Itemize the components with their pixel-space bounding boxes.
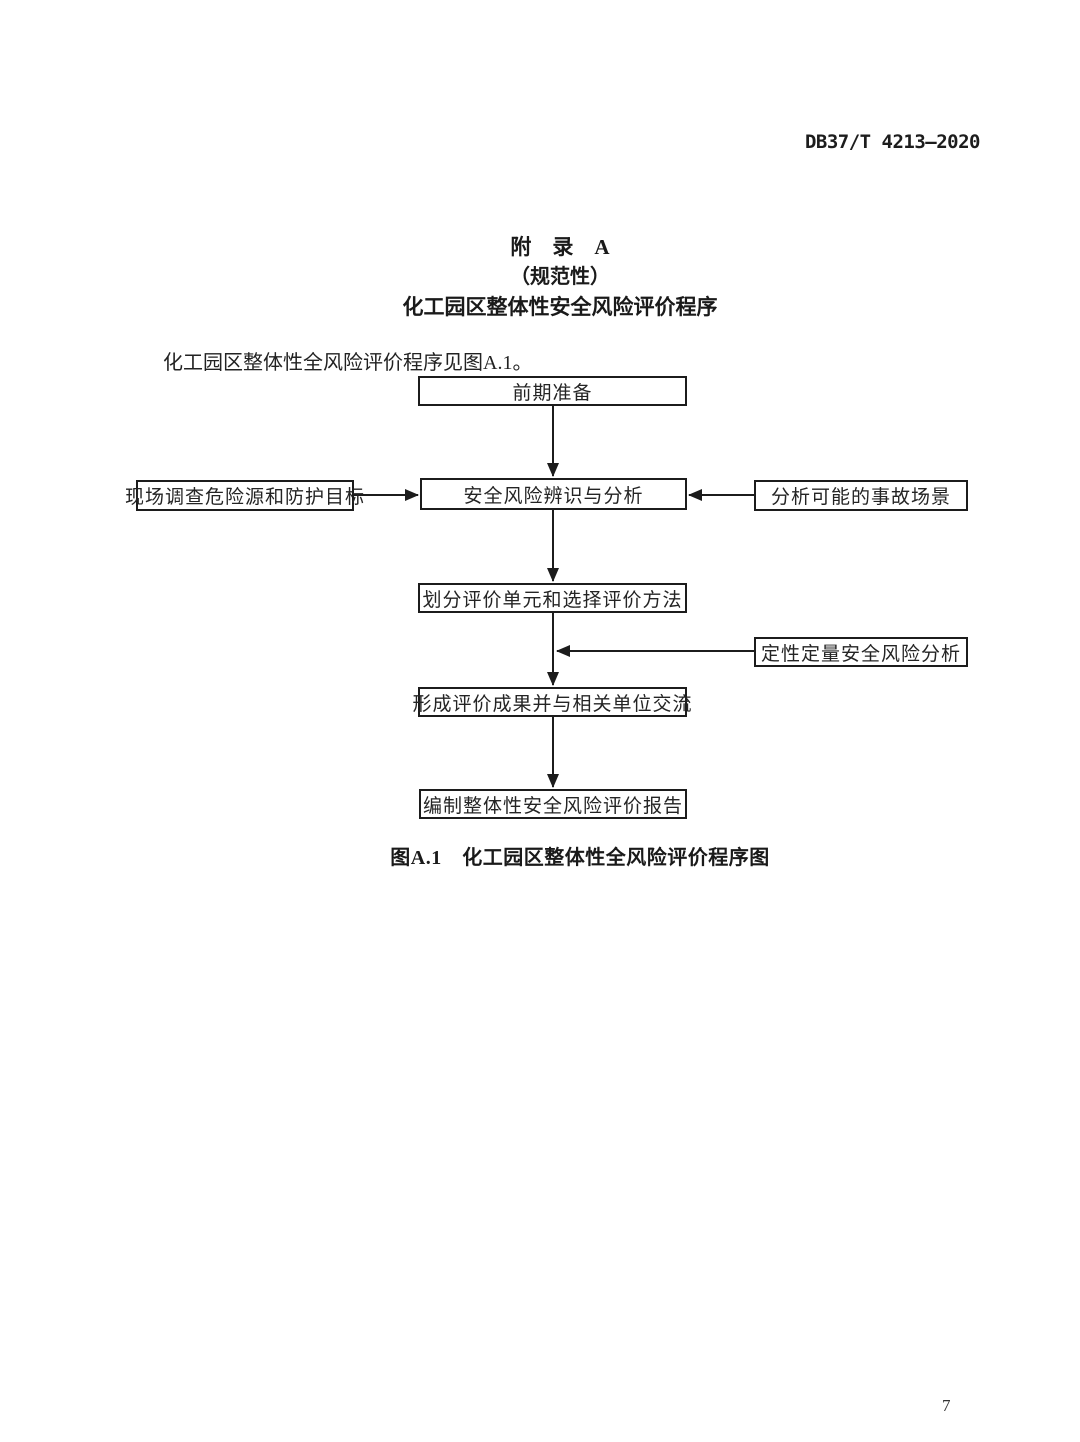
standard-number-header: DB37/T 4213—2020: [804, 131, 981, 153]
appendix-title: 附 录 A: [510, 235, 610, 259]
intro-paragraph: 化工园区整体性全风险评价程序见图A.1。: [163, 352, 533, 374]
flow-node-site-survey: 现场调查危险源和防护目标: [125, 480, 364, 511]
flow-node-qualitative-quantitative-analysis: 定性定量安全风险分析: [754, 637, 968, 667]
appendix-title-block: 附 录 A （规范性） 化工园区整体性安全风险评价程序: [40, 232, 1080, 323]
flow-node-divide-units: 划分评价单元和选择评价方法: [418, 583, 687, 613]
flow-node-preparation: 前期准备: [418, 376, 687, 406]
flow-node-risk-identification: 安全风险辨识与分析: [420, 478, 687, 510]
figure-caption: 图A.1 化工园区整体性全风险评价程序图: [390, 847, 770, 869]
appendix-subject-title: 化工园区整体性安全风险评价程序: [402, 295, 718, 319]
page-number: 7: [942, 1396, 951, 1415]
appendix-normative-label: （规范性）: [510, 266, 610, 288]
flow-node-compile-report: 编制整体性安全风险评价报告: [419, 789, 687, 819]
flow-node-form-results: 形成评价成果并与相关单位交流: [413, 687, 692, 717]
flow-node-accident-scenarios: 分析可能的事故场景: [754, 480, 968, 511]
